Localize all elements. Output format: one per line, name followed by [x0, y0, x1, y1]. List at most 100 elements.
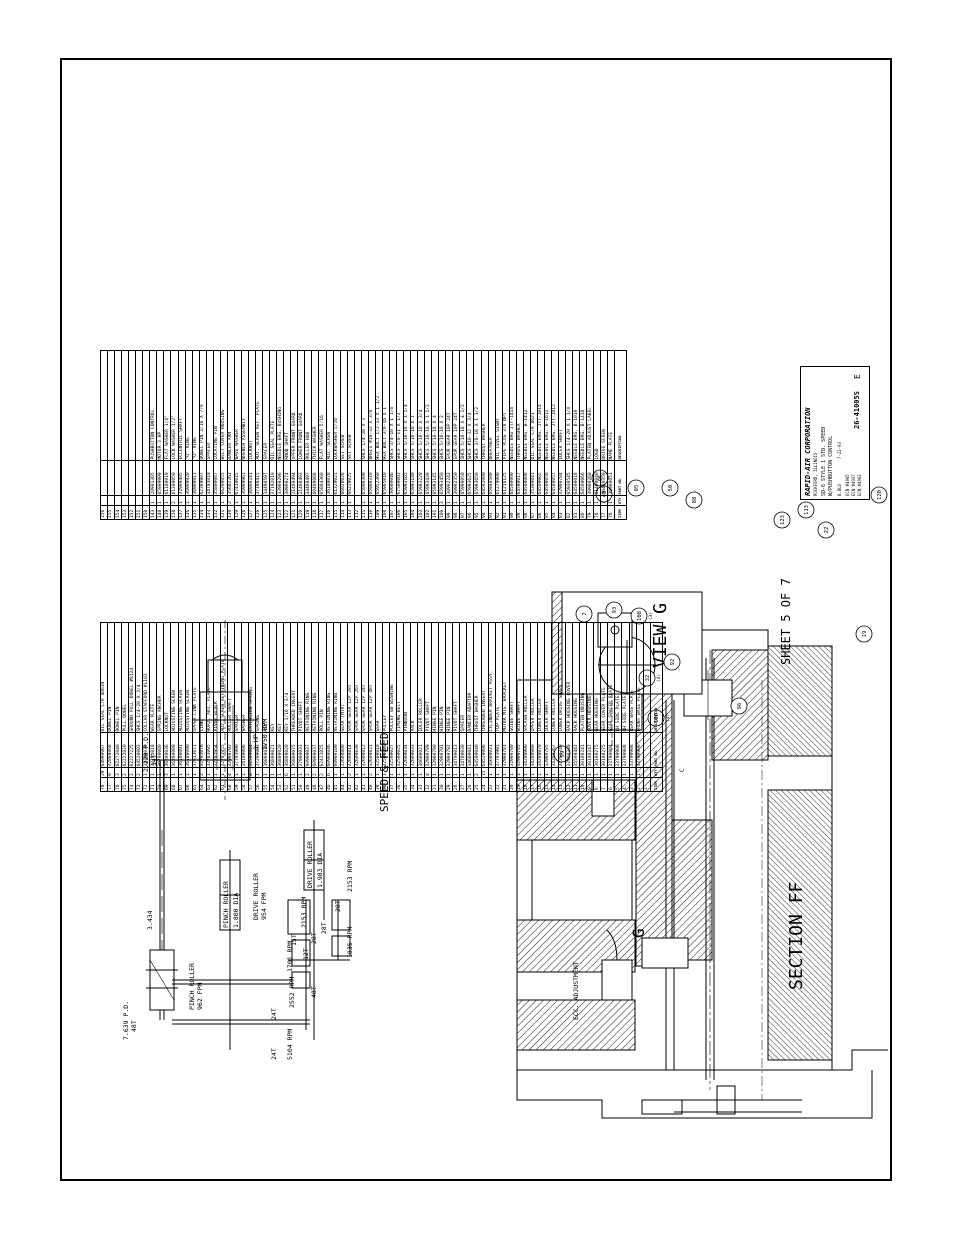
bom-part-no: 64500065 — [537, 461, 545, 496]
bom-qty: 1 — [375, 768, 383, 778]
bom-qty: 2 — [368, 768, 376, 778]
bom-item-no: 153 — [121, 505, 129, 520]
bom-part-no: 33790908 — [629, 733, 637, 768]
bom-part-no: 30902350 — [452, 461, 460, 496]
pinch-roller-text: PINCH ROLLER — [222, 881, 230, 928]
bom-description: DANCER ADAPTOR — [466, 623, 474, 733]
bom-item-no: 68 — [170, 777, 179, 792]
bom-part-no: 62272040 — [114, 733, 122, 768]
bom-description: LOCK WASHER 1/2" — [170, 351, 179, 461]
bom-description: SHCS 5/8-11 X 1/2 — [396, 351, 404, 461]
balloon-circle — [591, 469, 609, 487]
balloon-circle — [661, 479, 679, 497]
rpm-label: 1701 RPM — [286, 941, 294, 972]
bom-qty: 3 — [114, 768, 122, 778]
rpm-label: 1835 RPM — [346, 927, 354, 958]
bom-description: SHCS 1/4-20 X 1 1/4 — [565, 351, 573, 461]
bom-part-no: 30100247 — [586, 733, 594, 768]
bom-item-no: 114 — [340, 505, 348, 520]
pinch-roller-fpm: 962 FPM — [196, 983, 204, 1010]
bom-part-no: 36800075 — [290, 733, 298, 768]
bom-qty: 1 — [586, 496, 594, 506]
bom-header-part-no: PART NO. — [614, 461, 627, 496]
bom-qty: 1 — [452, 768, 460, 778]
bom-item-no: 96 — [466, 505, 474, 520]
bom-qty: 1 — [523, 496, 531, 506]
bom-qty — [135, 496, 143, 506]
gear-label: 28T — [320, 922, 328, 934]
bom-item-no: 119 — [304, 505, 312, 520]
bom-qty: 1 — [466, 768, 474, 778]
bom-part-no: 62227225 — [128, 733, 136, 768]
balloon-85: 85 — [627, 479, 645, 497]
bom-part-no: 32600034 — [403, 733, 411, 768]
bom-item-no: 8 — [593, 777, 601, 792]
bom-part-no: 36200036 — [163, 733, 171, 768]
bom-part-no: 65804360 — [318, 461, 326, 496]
revision-letter: E — [853, 374, 862, 379]
bom-qty: 1 — [403, 768, 411, 778]
bom-qty: 1 — [572, 496, 580, 506]
bom-item-no: 117 — [318, 505, 326, 520]
bom-item-no: 76 — [607, 505, 615, 520]
bom-qty: 1 — [516, 768, 524, 778]
balloon-93: 93 — [605, 601, 623, 619]
bom-qty: 2 — [473, 768, 482, 778]
balloon-label: 93 — [612, 607, 618, 614]
bom-description: UPPER ROLLER — [530, 623, 538, 733]
drawing-sheet: SPEED & FEED 3 HP 1750 RPM 2.228 P.D. 14… — [60, 58, 892, 1181]
bom-item-no: 63 — [206, 777, 214, 792]
bom-row: 1 — [643, 623, 651, 792]
bom-description: WEAR PLATE — [149, 623, 157, 733]
balloon-quantity: (4) — [656, 674, 662, 682]
bom-qty: 1 — [318, 496, 326, 506]
center-distance-label: 3.434 — [146, 910, 154, 930]
bom-description: SPRING ANCHOR — [156, 623, 164, 733]
bom-item-no: 53 — [276, 777, 284, 792]
bom-part-no: 64590017 — [516, 461, 524, 496]
bom-part-no: 32600830 — [354, 733, 362, 768]
bom-qty: 6 — [326, 768, 334, 778]
balloon-circle — [730, 697, 748, 715]
bom-qty: 1 — [283, 496, 291, 506]
bom-item-no: 136 — [185, 505, 193, 520]
bom-item-no: 55 — [262, 777, 270, 792]
bom-qty: 1 — [551, 768, 559, 778]
bom-item-no: 79 — [586, 505, 594, 520]
bom-qty: 1 — [255, 768, 263, 778]
bom-description: HEX BOLT 1/2-13 X 1 1/2 — [375, 351, 383, 461]
bom-part-no: 66020026 — [340, 461, 348, 496]
bom-qty: 1 — [163, 496, 171, 506]
bom-qty: 1 — [537, 768, 545, 778]
bom-description: ROLLER HUB — [304, 351, 312, 461]
bom-item-no: 37 — [389, 777, 397, 792]
bom-item-no: 91 — [502, 505, 510, 520]
bom-description: KEY — [262, 623, 270, 733]
bom-qty: 1 — [333, 768, 341, 778]
bom-item-no: 94 — [481, 505, 489, 520]
bom-row: 152 — [128, 351, 136, 520]
bom-item-no: 76 — [114, 777, 122, 792]
bom-item-no: 98 — [452, 505, 460, 520]
bom-qty: 1 — [509, 768, 517, 778]
bom-qty: 1 — [213, 768, 221, 778]
bom-qty: 1 — [481, 496, 489, 506]
bom-item-no: 113 — [347, 505, 355, 520]
bom-qty: 1 — [255, 496, 263, 506]
bom-description: BHSCS #10-32 X 3/8 — [368, 351, 376, 461]
bom-qty: 1 — [234, 768, 242, 778]
balloon-circle — [685, 491, 703, 509]
bom-part-no: 35800087 — [213, 461, 221, 496]
bom-description: SHCS 5/16-18 X 1 — [410, 351, 418, 461]
bom-part-no — [100, 461, 108, 496]
